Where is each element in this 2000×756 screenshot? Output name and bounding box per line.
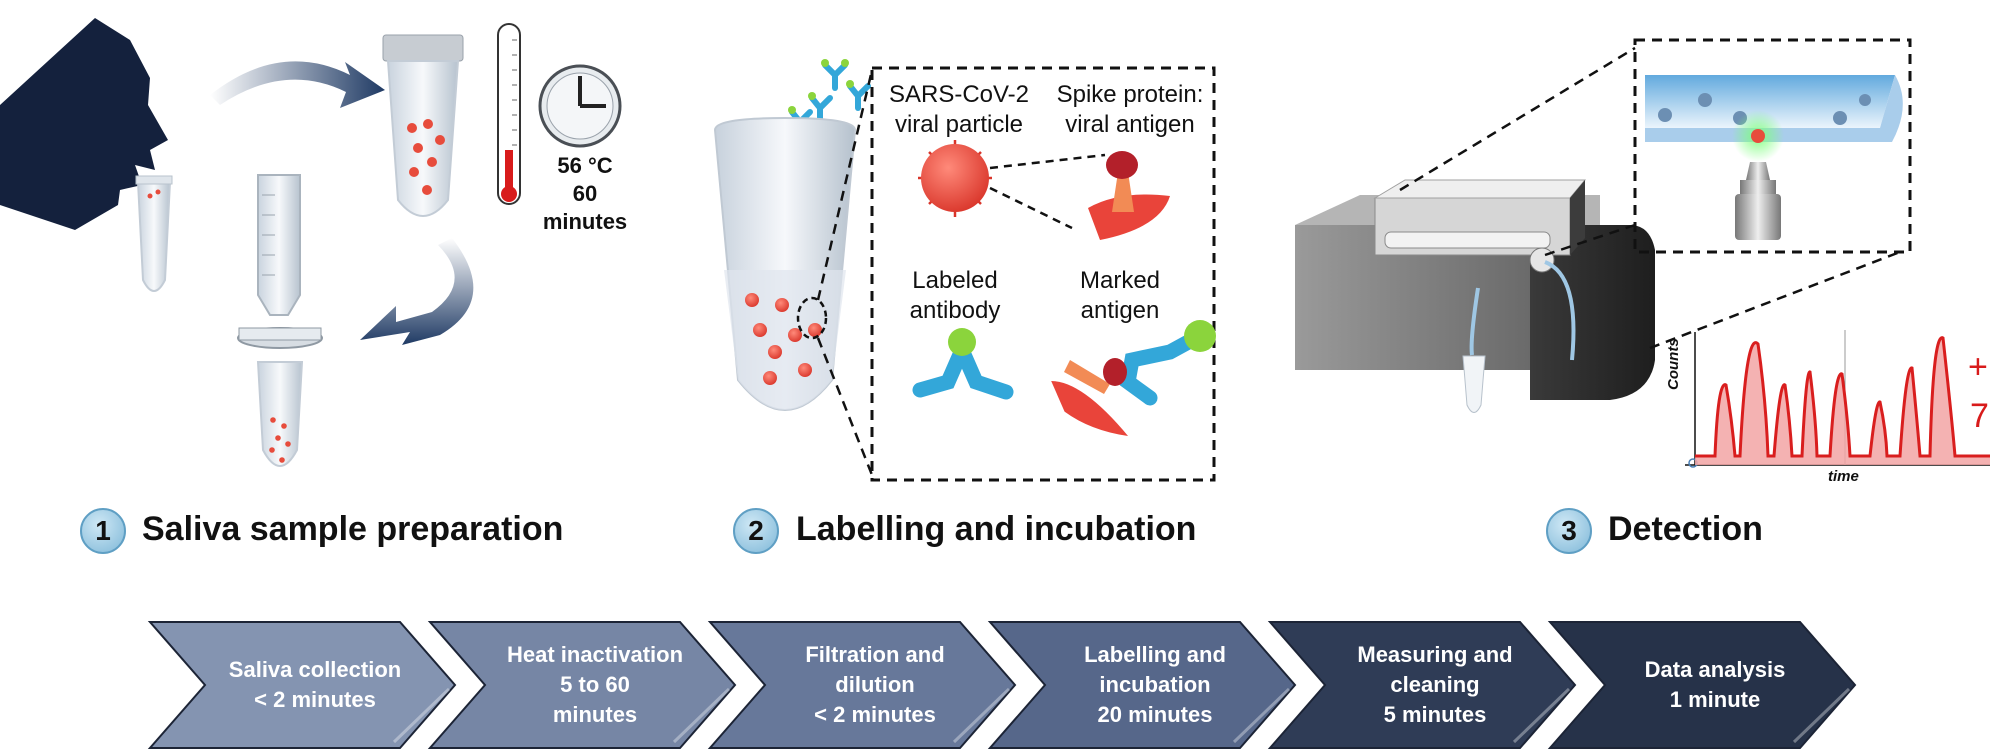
- flow-channel-icon: [1645, 75, 1903, 162]
- stage1-number: 1: [80, 508, 126, 554]
- syringe-filter-icon: [237, 174, 323, 349]
- viral-particle-label-line2: viral particle: [894, 111, 1024, 138]
- labeled-antibody-icon: [912, 328, 1014, 400]
- spike-protein-icon: [1088, 151, 1170, 240]
- stage1-illustration: [0, 18, 622, 467]
- temperature-value: 56 °C: [557, 153, 613, 178]
- workflow-step-text-6: Data analysis 1 minute: [1644, 657, 1786, 712]
- workflow-chevron-1: [147, 621, 457, 749]
- antigen-label-line2: antigen: [1080, 297, 1160, 324]
- stage3-number: 3: [1546, 508, 1592, 554]
- workflow-chevron-highlight-3: [952, 687, 1011, 744]
- seven-marker: 7: [1970, 397, 1989, 435]
- stage2-illustration: [713, 59, 1216, 482]
- temperature-label: 56 °C 60 minutes: [530, 152, 640, 236]
- counts-trace-fill: [1695, 337, 1990, 465]
- head-silhouette-icon: [0, 18, 168, 230]
- thermometer-icon: [497, 23, 521, 205]
- workflow-chevron-2: [427, 621, 737, 749]
- filtrate-tube-icon: [256, 361, 304, 467]
- curved-arrow-down-icon: [360, 238, 474, 345]
- detection-device-icon: [1295, 179, 1655, 413]
- workflow-chevron-5: [1267, 621, 1577, 749]
- marked-antigen-label: Marked antigen: [1050, 266, 1190, 326]
- spike-protein-label: Spike protein: viral antigen: [1040, 80, 1220, 140]
- workflow-step-text-4: Labelling and incubation 20 minutes: [1084, 642, 1226, 727]
- spike-label-line1: Spike protein:: [1056, 81, 1204, 108]
- workflow-chevron-highlight-5: [1512, 687, 1571, 744]
- antigen-label-line1: Marked: [1079, 267, 1161, 294]
- workflow-chevron-highlight-2: [672, 687, 731, 744]
- saliva-collection-tube-icon: [135, 175, 173, 292]
- curved-arrow-icon: [210, 61, 385, 108]
- antibody-label-line1: Labeled: [912, 267, 998, 294]
- channel-zoom-box: [1633, 38, 1912, 254]
- workflow-chevrons: [147, 621, 1857, 749]
- stage3-title: Detection: [1608, 510, 1763, 548]
- counts-trace-line: [1695, 336, 1990, 458]
- workflow-chevron-highlight-4: [1232, 687, 1291, 744]
- workflow-step-text-5: Measuring and cleaning 5 minutes: [1357, 642, 1513, 727]
- counts-chart: [1685, 330, 1990, 468]
- chart-xlabel: time: [1828, 468, 1859, 485]
- heat-inactivation-tube-icon: [382, 34, 464, 217]
- workflow-chevron-highlight-1: [392, 687, 451, 744]
- workflow-chevron-4: [987, 621, 1297, 749]
- labeled-antibody-label: Labeled antibody: [880, 266, 1030, 326]
- duration-value: 60 minutes: [542, 181, 628, 234]
- stage2-title: Labelling and incubation: [796, 510, 1197, 548]
- workflow-step-text-3: Filtration and dilution < 2 minutes: [805, 642, 945, 727]
- incubation-tube-icon: [713, 116, 857, 411]
- workflow-chevron-3: [707, 621, 1017, 749]
- plus-marker: +: [1968, 348, 1988, 386]
- workflow-chevron-highlight-6: [1792, 687, 1851, 744]
- objective-lens-icon: [1735, 162, 1781, 240]
- stage1-title: Saliva sample preparation: [142, 510, 564, 548]
- clock-icon: [538, 64, 622, 148]
- antibody-label-line2: antibody: [909, 297, 1001, 324]
- stage3-illustration: [1295, 38, 1990, 468]
- workflow-step-text-1: Saliva collection < 2 minutes: [228, 657, 402, 712]
- workflow-chevron-6: [1547, 621, 1857, 749]
- stage2-number: 2: [733, 508, 779, 554]
- sars-cov-2-particle-icon: [918, 140, 992, 217]
- viral-particle-label: SARS-CoV-2 viral particle: [874, 80, 1044, 140]
- chart-ylabel: Counts: [1665, 338, 1682, 390]
- workflow-step-text-2: Heat inactivation 5 to 60 minutes: [506, 642, 684, 727]
- marked-antigen-icon: [1051, 320, 1216, 437]
- zoom-box: [870, 66, 1216, 482]
- spike-label-line2: viral antigen: [1065, 111, 1195, 138]
- viral-particle-label-line1: SARS-CoV-2: [888, 81, 1030, 108]
